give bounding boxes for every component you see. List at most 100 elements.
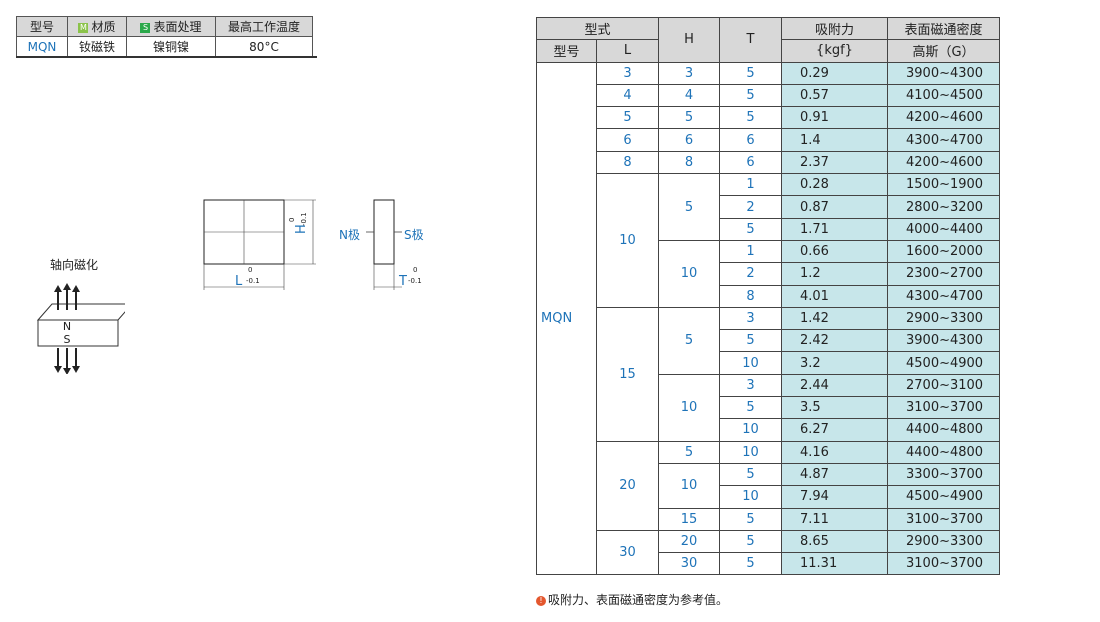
spec-value-surface: 镍铜镍 xyxy=(126,36,216,57)
n-pole-label: N极 xyxy=(339,228,360,242)
h-cell: 8 xyxy=(658,150,720,175)
t-cell: 5 xyxy=(719,106,782,130)
flux-cell: 3100~3700 xyxy=(887,396,1000,420)
table-row: 10 3.2 4500~4900 xyxy=(537,351,1000,375)
table-row: 10 3 2.44 2700~3100 xyxy=(537,373,1000,442)
table-row: 10 6.27 4400~4800 xyxy=(537,418,1000,442)
table-row: 5 1.71 4000~4400 xyxy=(537,217,1000,241)
surface-tag-icon: S xyxy=(140,22,151,33)
l-cell: 8 xyxy=(596,150,659,175)
l-cell: 15 xyxy=(596,306,659,442)
magnet-spec-table: 型式 H T 吸附力 表面磁通密度 型号 L {kgf} 高斯（G） MQN 3… xyxy=(536,16,1000,576)
material-tag-icon: M xyxy=(78,22,89,33)
header-h: H xyxy=(658,17,720,63)
l-cell: 4 xyxy=(596,83,659,108)
force-cell: 1.4 xyxy=(781,128,888,152)
t-cell: 2 xyxy=(719,262,782,286)
spec-header-temp: 最高工作温度 xyxy=(215,16,313,37)
magnetization-caption: 轴向磁化 xyxy=(50,258,99,272)
table-header-row-2: 型号 L {kgf} 高斯（G） xyxy=(536,39,1000,63)
h-cell: 10 xyxy=(658,462,720,509)
flux-cell: 4500~4900 xyxy=(887,351,1000,375)
model-cell: MQN xyxy=(536,61,597,576)
l-cell: 5 xyxy=(596,106,659,130)
t-cell: 5 xyxy=(719,552,782,576)
header-model: 型号 xyxy=(536,39,597,63)
h-cell: 6 xyxy=(658,128,720,152)
t-cell: 10 xyxy=(719,440,782,464)
h-cell: 15 xyxy=(658,507,720,531)
l-cell: 3 xyxy=(596,61,659,85)
t-cell: 5 xyxy=(719,507,782,531)
l-dimension-label: L xyxy=(235,274,243,289)
footnote: !吸附力、表面磁通密度为参考值。 xyxy=(536,591,728,608)
table-row: 10 1 0.66 1600~2000 xyxy=(537,239,1000,308)
h-tol-upper: 0 xyxy=(288,217,296,222)
force-cell: 1.71 xyxy=(781,217,888,241)
spec-value-row: MQN 钕磁铁 镍铜镍 80°C xyxy=(16,36,313,57)
spec-value-material: 钕磁铁 xyxy=(67,36,127,57)
flux-cell: 3900~4300 xyxy=(887,61,1000,85)
force-cell: 2.37 xyxy=(781,150,888,175)
footnote-text: 吸附力、表面磁通密度为参考值。 xyxy=(548,593,729,607)
table-row: MQN 3 3 5 0.29 3900~4300 xyxy=(536,61,1000,576)
flux-cell: 2700~3100 xyxy=(887,373,1000,398)
t-cell: 1 xyxy=(719,173,782,197)
table-row: 8 8 6 2.37 4200~4600 xyxy=(537,150,1000,175)
header-flux: 表面磁通密度 xyxy=(887,16,1000,41)
flux-cell: 3900~4300 xyxy=(887,329,1000,353)
iso-s-label: S xyxy=(64,333,71,346)
force-cell: 11.31 xyxy=(781,552,888,576)
table-row: 5 3.5 3100~3700 xyxy=(537,396,1000,420)
table-row: 2 0.87 2800~3200 xyxy=(537,195,1000,219)
flux-cell: 4000~4400 xyxy=(887,217,1000,241)
t-cell: 3 xyxy=(719,373,782,398)
t-cell: 10 xyxy=(719,351,782,375)
h-cell: 20 xyxy=(658,529,720,554)
spec-header-surface-label: 表面处理 xyxy=(153,20,202,34)
flux-cell: 1500~1900 xyxy=(887,173,1000,197)
flux-cell: 4200~4600 xyxy=(887,150,1000,175)
l-cell: 20 xyxy=(596,440,659,531)
h-cell: 5 xyxy=(658,440,720,464)
t-cell: 5 xyxy=(719,83,782,108)
iso-n-label: N xyxy=(63,320,71,333)
front-view-drawing xyxy=(203,199,316,290)
flux-cell: 4200~4600 xyxy=(887,106,1000,130)
table-row: 15 5 7.11 3100~3700 xyxy=(537,507,1000,531)
force-cell: 2.42 xyxy=(781,329,888,353)
flux-cell: 4300~4700 xyxy=(887,284,1000,308)
force-cell: 8.65 xyxy=(781,529,888,554)
force-cell: 0.29 xyxy=(781,61,888,85)
table-row: 10 5 1 0.28 1500~1900 xyxy=(537,173,1000,308)
flux-cell: 3100~3700 xyxy=(887,552,1000,576)
h-cell: 5 xyxy=(658,173,720,241)
force-cell: 0.28 xyxy=(781,173,888,197)
s-pole-label: S极 xyxy=(404,228,424,242)
h-cell: 5 xyxy=(658,106,720,130)
spec-value-model: MQN xyxy=(16,36,68,57)
flux-cell: 2800~3200 xyxy=(887,195,1000,219)
force-cell: 0.66 xyxy=(781,239,888,264)
iso-magnet-drawing: N S xyxy=(36,283,125,374)
h-cell: 4 xyxy=(658,83,720,108)
t-dimension-label: T xyxy=(399,274,407,289)
table-row: 4 4 5 0.57 4100~4500 xyxy=(537,83,1000,108)
spec-header-model: 型号 xyxy=(16,16,68,37)
force-cell: 4.87 xyxy=(781,462,888,487)
t-cell: 6 xyxy=(719,128,782,152)
flux-cell: 2300~2700 xyxy=(887,262,1000,286)
table-header-row-1: 型式 H T 吸附力 表面磁通密度 xyxy=(536,16,1000,63)
flux-cell: 2900~3300 xyxy=(887,529,1000,554)
h-cell: 3 xyxy=(658,61,720,85)
l-tol-lower: -0.1 xyxy=(246,277,260,285)
flux-cell: 3100~3700 xyxy=(887,507,1000,531)
flux-cell: 2900~3300 xyxy=(887,306,1000,331)
flux-cell: 4100~4500 xyxy=(887,83,1000,108)
spec-bottom-rule xyxy=(16,56,317,58)
l-cell: 10 xyxy=(596,173,659,308)
header-force: 吸附力 xyxy=(781,16,888,41)
t-cell: 5 xyxy=(719,462,782,487)
